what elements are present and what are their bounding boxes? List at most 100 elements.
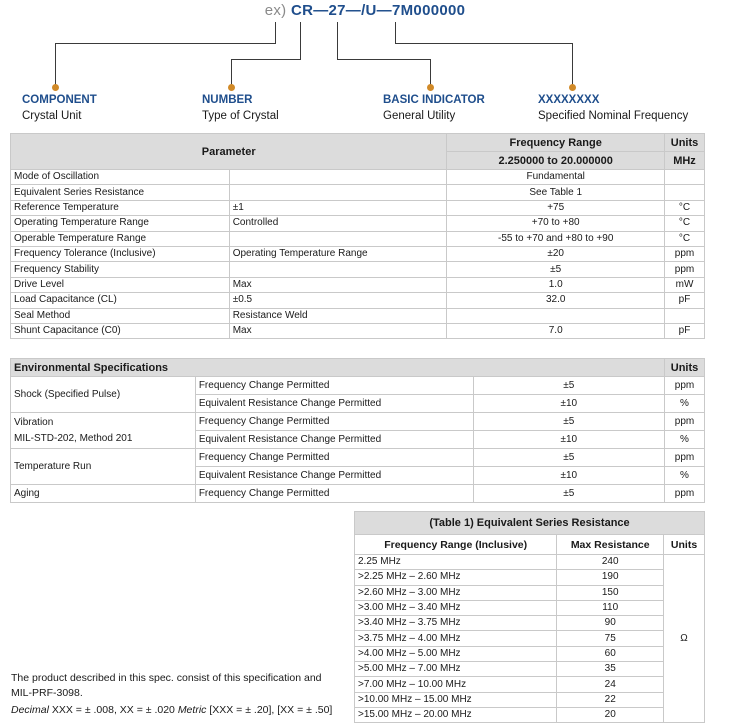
- max-cell: 90: [556, 615, 665, 632]
- units-header: Units: [664, 133, 705, 152]
- cond-cell: Controlled: [228, 215, 448, 232]
- table-row: >4.00 MHz – 5.00 MHz 60: [353, 645, 705, 663]
- unit-cell: ppm: [664, 448, 705, 467]
- cond-cell: [228, 230, 448, 247]
- esr-table: (Table 1) Equivalent Series Resistance F…: [353, 511, 705, 724]
- table-row: Drive Level Max 1.0 mW: [10, 276, 705, 294]
- table-row: >7.00 MHz – 10.00 MHz 24: [353, 676, 705, 693]
- connector-number-v: [231, 59, 232, 86]
- unit-cell: ppm: [664, 376, 705, 395]
- desc-cell: Equivalent Resistance Change Permitted: [194, 466, 474, 485]
- table-row: Frequency Tolerance (Inclusive) Operatin…: [10, 245, 705, 263]
- decimal-label: Decimal: [11, 704, 49, 716]
- param-cell: Equivalent Series Resistance: [10, 184, 230, 201]
- param-cell: Operating Temperature Range: [10, 215, 230, 232]
- connector-dot-number: [228, 84, 235, 91]
- range-cell: >10.00 MHz – 15.00 MHz: [353, 691, 558, 708]
- unit-cell: ppm: [664, 484, 705, 503]
- vibration-label-line1: Vibration: [14, 416, 54, 428]
- unit-cell: pF: [664, 322, 705, 340]
- spec-note-line2: MIL-PRF-3098.: [11, 687, 83, 699]
- connector-frequency: [395, 22, 396, 44]
- connector-component: [275, 22, 276, 44]
- param-cell: Load Capacitance (CL): [10, 292, 230, 309]
- cond-cell: ±1: [228, 199, 448, 217]
- connector-frequency-h: [395, 43, 573, 44]
- connector-basic-h: [337, 59, 431, 60]
- label-head: XXXXXXXX: [538, 94, 600, 106]
- table-row: Operable Temperature Range -55 to +70 an…: [10, 230, 705, 247]
- param-cell: Frequency Stability: [10, 261, 230, 278]
- param-cell: Frequency Tolerance (Inclusive): [10, 245, 230, 263]
- value-cell: Fundamental: [446, 168, 665, 186]
- aging-label: Aging: [10, 484, 196, 503]
- range-cell: >15.00 MHz – 20.00 MHz: [353, 706, 558, 724]
- value-cell: ±10: [472, 394, 666, 413]
- table-row: Frequency Stability ±5 ppm: [10, 261, 705, 278]
- max-cell: 190: [556, 569, 665, 586]
- table-row: Equivalent Series Resistance See Table 1: [10, 184, 705, 201]
- temperature-run-label: Temperature Run: [10, 448, 196, 485]
- table-row: >2.60 MHz – 3.00 MHz 150: [353, 584, 705, 601]
- spec-note-line1: The product described in this spec. cons…: [11, 672, 322, 684]
- value-cell: See Table 1: [446, 184, 665, 201]
- ohm-unit-cell: Ω: [663, 553, 705, 724]
- table-row: 2.25 MHz 240 Ω: [353, 553, 705, 724]
- connector-number-h: [231, 59, 301, 60]
- shock-label: Shock (Specified Pulse): [10, 376, 196, 413]
- max-cell: 24: [556, 676, 665, 693]
- max-cell: 75: [556, 630, 665, 647]
- range-cell: >4.00 MHz – 5.00 MHz: [353, 645, 558, 663]
- unit-cell: ppm: [664, 245, 705, 263]
- connector-component-h: [55, 43, 276, 44]
- table-row: Shunt Capacitance (C0) Max 7.0 pF: [10, 322, 705, 340]
- unit-cell: mW: [664, 276, 705, 294]
- table-row: >15.00 MHz – 20.00 MHz 20: [353, 706, 705, 724]
- range-cell: >2.60 MHz – 3.00 MHz: [353, 584, 558, 601]
- range-cell: >2.25 MHz – 2.60 MHz: [353, 569, 558, 586]
- value-cell: ±5: [446, 261, 665, 278]
- cond-cell: [228, 261, 448, 278]
- table-row: Vibration MIL-STD-202, Method 201 Freque…: [10, 412, 705, 449]
- parameter-header: Parameter: [9, 133, 448, 170]
- unit-cell: %: [664, 394, 705, 413]
- table-row: >5.00 MHz – 7.00 MHz 35: [353, 661, 705, 678]
- connector-basic-v: [430, 59, 431, 86]
- connector-dot-component: [52, 84, 59, 91]
- value-cell: -55 to +70 and +80 to +90: [446, 230, 665, 247]
- vibration-label-line2: MIL-STD-202, Method 201: [14, 432, 133, 444]
- value-cell: ±10: [472, 430, 666, 449]
- range-cell: >3.40 MHz – 3.75 MHz: [353, 615, 558, 632]
- param-cell: Drive Level: [10, 276, 230, 294]
- value-cell: +70 to +80: [446, 215, 665, 232]
- range-cell: >5.00 MHz – 7.00 MHz: [353, 661, 558, 678]
- value-cell: ±20: [446, 245, 665, 263]
- connector-number: [300, 22, 301, 60]
- connector-frequency-v: [572, 43, 573, 86]
- col-max-header: Max Resistance: [556, 534, 665, 555]
- tolerance-note: Decimal XXX = ± .008, XX = ± .020 Metric…: [11, 703, 332, 717]
- value-cell: ±5: [472, 448, 666, 467]
- max-cell: 22: [556, 691, 665, 708]
- cond-cell: ±0.5: [228, 292, 448, 309]
- unit-cell: ppm: [664, 261, 705, 278]
- table-row: >3.00 MHz – 3.40 MHz 110: [353, 599, 705, 617]
- label-frequency: XXXXXXXX Specified Nominal Frequency: [538, 94, 688, 123]
- part-number-prefix: ex): [264, 2, 287, 19]
- frequency-range-value: 2.250000 to 20.000000: [446, 151, 665, 170]
- range-cell: >3.75 MHz – 4.00 MHz: [353, 630, 558, 647]
- table-row: >2.25 MHz – 2.60 MHz 190: [353, 569, 705, 586]
- unit-cell: °C: [664, 215, 705, 232]
- table-row: >10.00 MHz – 15.00 MHz 22: [353, 691, 705, 708]
- label-basic-indicator: BASIC INDICATOR General Utility: [383, 94, 485, 123]
- max-cell: 60: [556, 645, 665, 663]
- col-range-header: Frequency Range (Inclusive): [353, 534, 558, 555]
- decimal-text: XXX = ± .008, XX = ± .020: [51, 704, 175, 716]
- environmental-title: Environmental Specifications: [10, 358, 665, 377]
- units-header: Units: [664, 358, 705, 377]
- col-units-header: Units: [663, 534, 705, 555]
- label-sub: Type of Crystal: [202, 110, 279, 122]
- label-component: COMPONENT Crystal Unit: [22, 94, 97, 123]
- unit-cell: [664, 168, 705, 186]
- cond-cell: Max: [228, 276, 448, 294]
